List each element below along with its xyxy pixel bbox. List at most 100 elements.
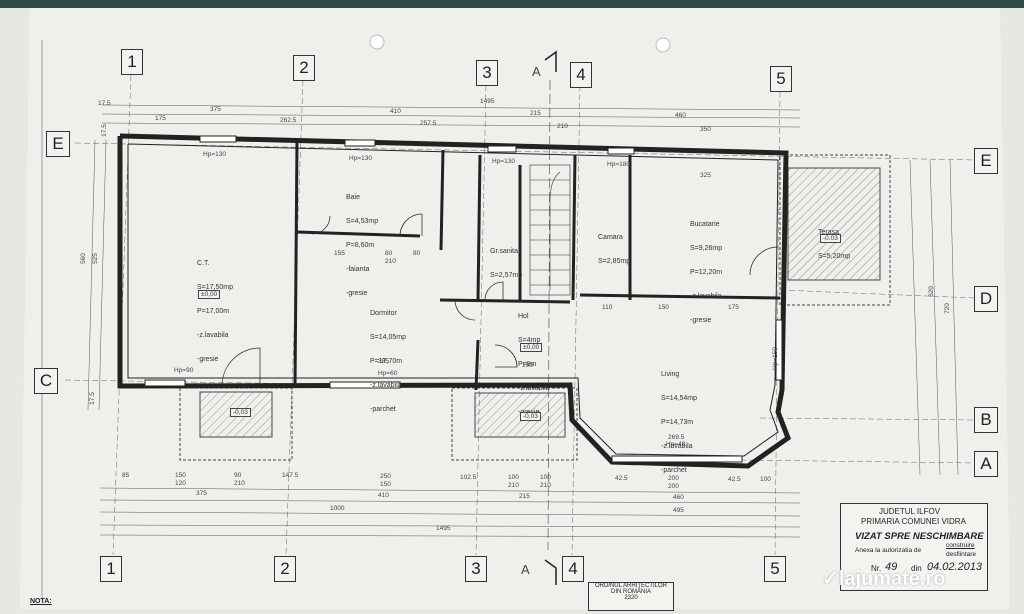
dim-top-row3-c: 257.5 [420,120,437,127]
dim-right: 720 [943,303,951,314]
dim-top-row3-e: 350 [700,126,711,133]
dim-bottom-row2: 410 [378,492,389,499]
stamp-nr-label: Nr. [871,564,882,573]
watermark: ✓lajumate.ro [822,566,945,591]
room-floor: -parchet [661,467,687,474]
stamp-construire: construire [946,542,975,549]
room-name: Baie [346,194,361,201]
interior-walls [293,139,781,391]
dim-top-row3-d: 210 [557,123,568,130]
room-living: Living S=14,54mp P=14,73m -z.lavabila -p… [661,355,697,483]
axis-label-right-B: B [974,407,998,433]
dim-bottom-row1: 150 [175,472,186,479]
dim-right: 620 [927,286,935,297]
room-grsanitar: Gr.sanitar S=2,57mp [490,232,522,288]
room-name: Camara [598,234,623,241]
terrace-outline [779,154,891,306]
dim-inner: 175 [728,304,739,311]
dim-bottom-row1b: 200 [668,483,679,490]
section-mark-top: A [532,64,541,79]
dim-bottom-row2: 215 [519,493,530,500]
room-camara: Camara S=2,85mp [598,218,630,274]
level-hol: ±0,00 [520,343,543,352]
room-area: S=2,57mp [490,272,523,279]
axis-label-right-E: E [974,148,998,174]
room-name: Living [661,371,680,378]
terrace-hatch [787,167,881,281]
dim-inner: 269.5 [668,434,685,441]
dim-bottom-row1: 90 [234,472,242,479]
punch-hole [655,37,671,53]
dim-inner: 210 [385,258,396,265]
dim-left: 560 [79,253,87,264]
stamp-mayoralty: PRIMARIA COMUNEI VIDRA [861,517,966,526]
room-name: Bucatarie [690,221,720,228]
room-hol: Hol S=4mp P=8m -z.lavabila -gresie [518,297,550,425]
room-area: S=4mp [518,337,541,344]
room-area: S=9,26mp [690,245,723,252]
exterior-walls [117,133,792,469]
dimension-lines [87,104,959,538]
dim-top-row3-b: 262.5 [280,117,297,124]
axis-label-bottom-5: 5 [764,556,786,582]
level-porch-left: -0,03 [230,408,251,417]
hp-label: Hp=130 [203,151,226,158]
dim-inner: 155 [334,250,345,257]
room-baie: Baie S=4,53mp P=8,60m -faianta -gresie [346,178,378,306]
dim-bottom-row2: 375 [196,490,207,497]
axis-label-bottom-3: 3 [465,556,487,582]
dim-bottom-row1: 85 [122,472,130,479]
room-floor: -parchet [370,406,396,413]
room-perimeter: P=14,73m [661,419,694,426]
dim-inner: 110 [602,304,613,311]
room-area: S=5,20mp [818,253,851,260]
dim-bottom-row1: 147.5 [282,472,299,479]
stamp-nr-value: 49 [885,561,898,573]
watermark-text: lajumate.ro [838,568,946,590]
hp-label: Hp=130 [492,158,515,165]
dim-inner: 80 [413,250,421,257]
room-name: Terasa [818,229,840,236]
dim-top-overall: 1495 [480,98,495,105]
room-floor: -gresie [346,290,368,297]
level-terasa: -0.03 [820,234,841,243]
dim-inner: 385 [378,358,389,365]
room-finish: -z.lavabila [661,443,693,450]
room-area: S=4,53mp [346,218,379,225]
axis-label-top-5: 5 [770,66,792,92]
punch-hole [369,34,385,50]
room-perimeter: P=17,70m [370,358,403,365]
dim-bottom-row1b: 210 [508,482,519,489]
room-area: S=14,54mp [661,395,697,402]
dim-top-row2-b: 410 [390,108,401,115]
nota-label: NOTA: [30,598,52,605]
dim-inner: 150 [658,304,669,311]
section-cut-marks [544,50,557,585]
room-floor: -gresie [690,317,712,324]
dim-bottom-row1: 200 [668,475,679,482]
hp-label: Hp=60 [378,370,398,377]
approval-stamp: JUDETUL ILFOV PRIMARIA COMUNEI VIDRA VIZ… [840,503,988,591]
stamp-annex: Anexa la autorizatia de [855,547,922,554]
room-name: Gr.sanitar [490,248,521,255]
background-strip [0,0,1024,8]
dim-bottom-row3: 1000 [330,505,345,512]
dim-bottom-row1: 42.5 [728,476,741,483]
room-ct: C.T. S=17,50mp P=17,00m -z.lavabila -gre… [197,244,233,372]
room-finish: -z.lavabila [518,385,550,392]
room-name: Hol [518,313,529,320]
hp-label: Hp=180 [607,161,630,168]
axis-label-right-D: D [974,286,998,312]
dim-bottom-row1b: 150 [380,481,391,488]
dim-left: 525 [91,253,99,264]
room-area: S=2,85mp [598,258,631,265]
dim-left: 17.5 [88,392,96,405]
room-perimeter: P=17,00m [197,308,230,315]
room-perimeter: P=8,60m [346,242,375,249]
axis-label-left-C: C [34,368,58,394]
hp-label: Hp=43 [666,441,686,448]
room-floor: -gresie [197,356,219,363]
stamp-approved: VIZAT SPRE NESCHIMBARE [855,531,984,542]
dim-bottom-overall: 1495 [436,525,451,532]
